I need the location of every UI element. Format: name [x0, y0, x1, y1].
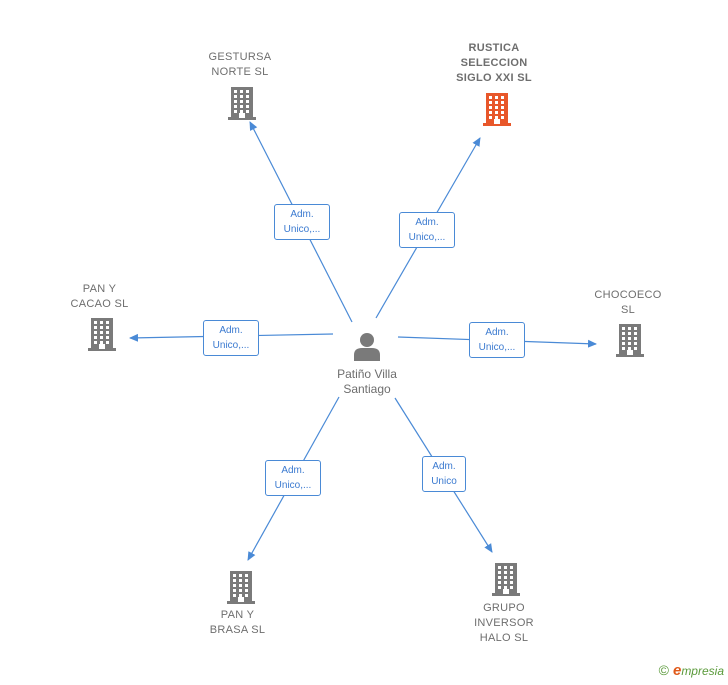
relation-label-grupo[interactable]: Adm. Unico — [422, 456, 466, 492]
relation-label-pan-brasa[interactable]: Adm. Unico,... — [265, 460, 321, 496]
person-name[interactable]: Patiño Villa Santiago — [337, 367, 397, 396]
relation-label-rustica[interactable]: Adm. Unico,... — [399, 212, 455, 248]
company-name-gestursa[interactable]: GESTURSA NORTE SL — [208, 51, 272, 78]
building-icon[interactable] — [226, 85, 258, 126]
company-name-pan-cacao[interactable]: PAN Y CACAO SL — [70, 283, 129, 310]
building-icon[interactable] — [86, 316, 118, 357]
building-icon[interactable] — [614, 322, 646, 363]
company-name-grupo[interactable]: GRUPO INVERSOR HALO SL — [474, 602, 534, 644]
footer-brand: ©empresia — [659, 662, 724, 679]
person-icon[interactable] — [352, 331, 382, 361]
company-name-pan-brasa[interactable]: PAN Y BRASA SL — [209, 609, 266, 636]
brand-name: mpresia — [681, 664, 724, 678]
company-name-rustica[interactable]: RUSTICA SELECCION SIGLO XXI SL — [456, 42, 532, 84]
relation-label-chocoeco[interactable]: Adm. Unico,... — [469, 322, 525, 358]
relation-label-gestursa[interactable]: Adm. Unico,... — [274, 204, 330, 240]
company-name-chocoeco[interactable]: CHOCOECO SL — [594, 289, 662, 316]
copyright-icon: © — [658, 662, 669, 678]
building-icon[interactable] — [490, 561, 522, 602]
brand-logo-e: e — [672, 662, 682, 679]
building-icon[interactable] — [225, 569, 257, 610]
building-icon[interactable] — [481, 91, 513, 132]
relation-label-pan-cacao[interactable]: Adm. Unico,... — [203, 320, 259, 356]
